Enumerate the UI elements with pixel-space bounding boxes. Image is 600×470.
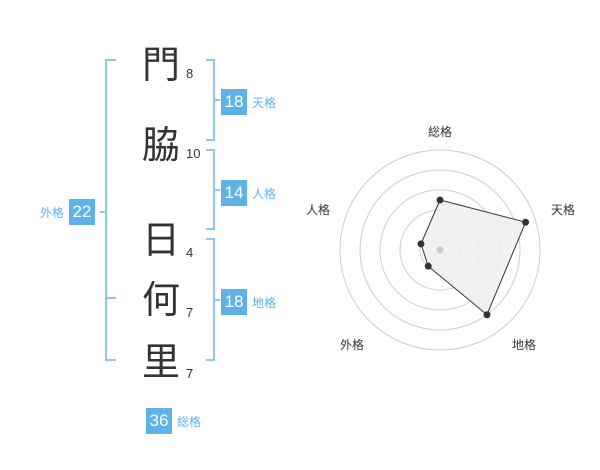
gaikaku-badge: 外格 22 xyxy=(40,199,96,225)
radar-grid-ring xyxy=(339,149,541,351)
soukaku-label: 総格 xyxy=(177,414,202,429)
tenkaku-value: 18 xyxy=(221,89,247,115)
stroke-count-3: 4 xyxy=(186,245,194,260)
jinkaku-value: 14 xyxy=(221,180,247,206)
radar-point-2 xyxy=(522,218,530,226)
radar-grid-ring xyxy=(359,169,521,331)
tenkaku-badge: 18 天格 xyxy=(221,89,276,115)
gaikaku-bracket xyxy=(105,59,116,361)
radar-point-3 xyxy=(483,311,491,319)
stroke-count-2: 10 xyxy=(186,146,201,161)
gaikaku-value: 22 xyxy=(69,199,96,225)
name-char-2: 脇 xyxy=(141,123,180,167)
name-char-3: 日 xyxy=(141,218,180,262)
radar-label-total: 総格 xyxy=(427,125,452,139)
gaikaku-label: 外格 xyxy=(40,205,65,220)
radar-point-1 xyxy=(436,196,444,204)
jinkaku-badge: 14 人格 xyxy=(221,180,276,206)
soukaku-value: 36 xyxy=(146,408,172,434)
radar-center-dot xyxy=(436,246,444,254)
radar-shape xyxy=(420,199,527,316)
radar-label-earth: 地格 xyxy=(511,338,536,352)
soukaku-badge: 36 総格 xyxy=(146,408,201,434)
radar-label-outer: 外格 xyxy=(339,338,364,352)
name-char-5: 里 xyxy=(141,340,180,384)
radar-point-4 xyxy=(424,262,432,270)
name-char-4: 何 xyxy=(141,278,180,322)
jinkaku-label: 人格 xyxy=(252,186,277,201)
stroke-count-5: 7 xyxy=(186,366,194,381)
radar-label-heaven: 天格 xyxy=(550,203,575,217)
stroke-count-4: 7 xyxy=(186,305,194,320)
stroke-count-1: 8 xyxy=(186,66,194,81)
name-char-1: 門 xyxy=(141,43,180,87)
radar-label-person: 人格 xyxy=(305,203,330,217)
chikaku-value: 18 xyxy=(221,289,247,315)
chikaku-badge: 18 地格 xyxy=(221,289,276,315)
fortune-radar-chart xyxy=(339,149,541,351)
tenkaku-label: 天格 xyxy=(252,95,277,110)
radar-point-5 xyxy=(417,240,425,248)
chikaku-label: 地格 xyxy=(252,295,277,310)
